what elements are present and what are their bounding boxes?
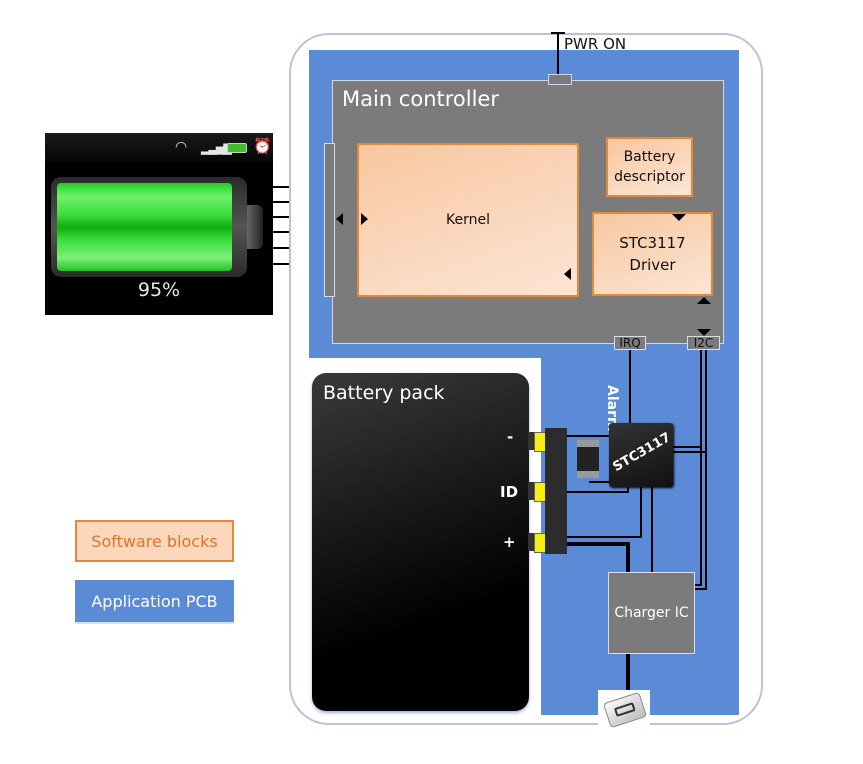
id-wire	[627, 485, 629, 493]
display-interface-port	[324, 143, 335, 297]
irq-pad: IRQ	[614, 336, 646, 350]
battery-percentage: 95%	[137, 279, 181, 301]
sense-resistor	[577, 440, 599, 478]
vbat-sense-wire	[567, 536, 642, 538]
battery-pack-title: Battery pack	[323, 382, 445, 404]
battery-graphic	[51, 177, 247, 277]
vbat-sense-wire	[640, 485, 642, 538]
kernel-block: Kernel	[357, 143, 579, 297]
i2c-wire-chip	[673, 446, 701, 448]
charger-wire	[651, 485, 653, 573]
usb-port-opening	[613, 702, 636, 717]
i2c-pad: I2C	[687, 336, 720, 350]
pwr-on-label: PWR ON	[564, 35, 627, 53]
pwr-on-wire	[557, 33, 559, 75]
battery-connector	[545, 428, 567, 554]
i2c-wire-sda	[700, 350, 702, 586]
signal-icon: ▂▃▅▇	[201, 142, 232, 155]
stc-driver-label-line1: STC3117	[619, 234, 686, 252]
i2c-wire-scl	[705, 350, 707, 588]
legend-application-pcb: Application PCB	[75, 580, 234, 622]
wifi-icon: ◠	[175, 139, 188, 155]
terminal-plus-label: +	[503, 533, 516, 551]
arrow-down-icon	[672, 214, 686, 221]
sense-wire	[567, 435, 612, 437]
battery-icon	[227, 143, 247, 153]
stc3117-driver-block: STC3117 Driver	[592, 212, 713, 296]
terminal-id-stub	[528, 482, 534, 500]
alarm-wire	[629, 350, 631, 425]
stc-driver-label-line2: Driver	[629, 256, 676, 274]
battery-descriptor-label-line2: descriptor	[614, 169, 685, 185]
power-wire	[626, 542, 630, 574]
terminal-minus-label: -	[507, 428, 514, 446]
arrow-up-icon	[697, 297, 711, 304]
pwr-on-pad	[548, 74, 572, 85]
status-bar: ◠ ▂▃▅▇ ⏰	[45, 133, 273, 163]
phone-battery-screen: ◠ ▂▃▅▇ ⏰ 95%	[45, 133, 273, 315]
terminal-plus-stub	[528, 533, 534, 551]
arrow-left-icon	[336, 213, 343, 225]
i2c-wire-charger	[695, 588, 707, 590]
i2c-wire-chip	[673, 451, 707, 453]
charger-ic: Charger IC	[608, 572, 695, 654]
arrow-down-icon	[697, 329, 711, 336]
legend-application-pcb-label: Application PCB	[91, 591, 218, 611]
charger-ic-label: Charger IC	[614, 605, 689, 621]
stc3117-chip	[609, 423, 673, 487]
terminal-id-label: ID	[500, 483, 519, 501]
usb-power-wire	[626, 653, 630, 693]
pwr-on-button-cap	[551, 32, 565, 34]
main-controller-title: Main controller	[342, 87, 499, 111]
arrow-right-icon	[361, 213, 368, 225]
arrow-left-icon	[564, 268, 571, 280]
alarm-clock-icon: ⏰	[253, 137, 272, 155]
battery-cap	[247, 205, 263, 249]
battery-descriptor-label-line1: Battery	[623, 149, 676, 165]
battery-descriptor-block: Battery descriptor	[606, 137, 693, 197]
legend-software-blocks: Software blocks	[75, 520, 234, 562]
id-wire	[567, 491, 628, 493]
sense-wire	[589, 481, 611, 483]
i2c-wire-charger	[695, 584, 702, 586]
battery-pack	[312, 373, 529, 711]
power-wire	[567, 542, 630, 546]
terminal-minus-stub	[528, 432, 534, 450]
legend-software-blocks-label: Software blocks	[91, 531, 218, 551]
battery-fill	[57, 183, 232, 271]
kernel-label: Kernel	[446, 212, 490, 228]
